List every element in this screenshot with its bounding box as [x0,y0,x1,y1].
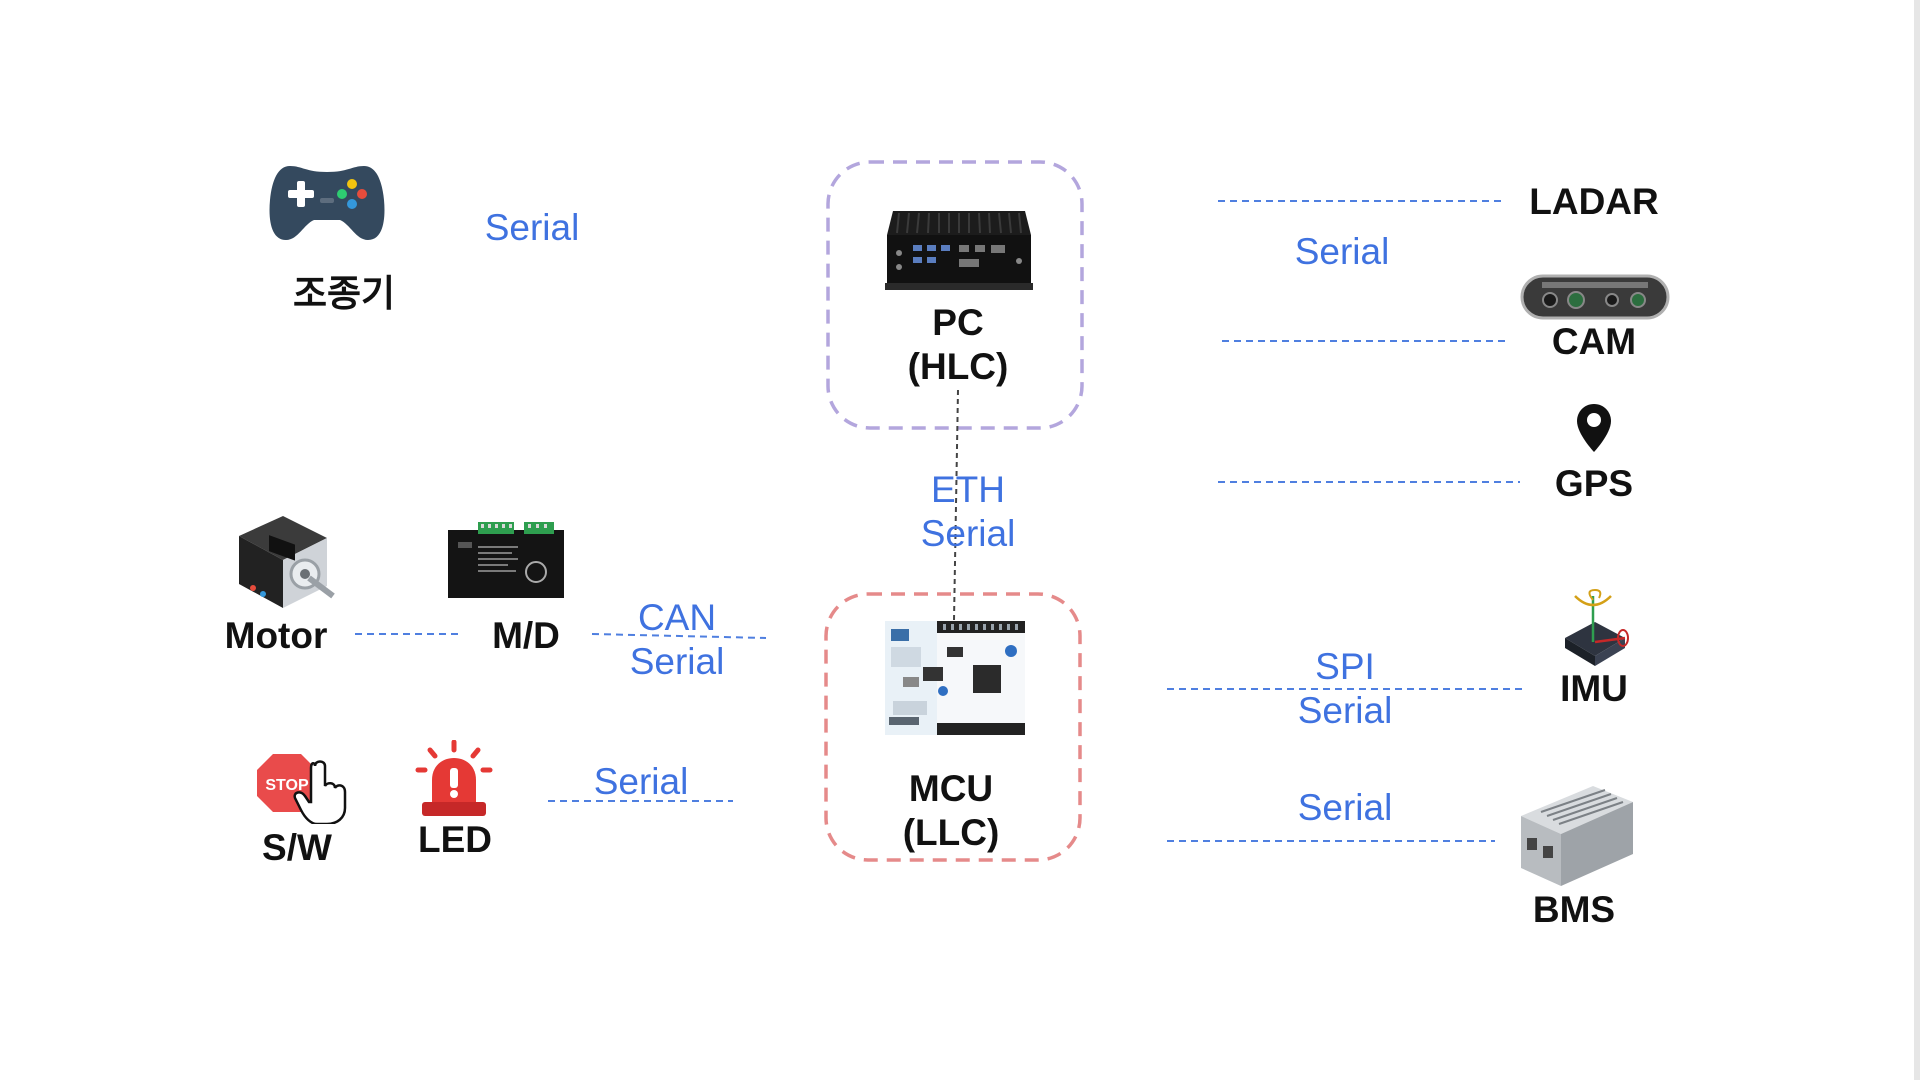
pc-mcu-line [953,389,959,621]
bms-link-label: Serial [1297,787,1393,828]
md-label: M/D [492,615,560,656]
pc-label-line1: PC [932,302,984,343]
mcu-group-box [824,592,1082,862]
battery-bms-icon [1521,786,1633,886]
imu-chip-icon [1565,588,1629,666]
motor-icon [239,516,335,608]
location-pin-icon [1577,404,1611,452]
mcu-board-icon [885,621,1025,735]
right-edge-bar [1914,0,1920,1080]
controller-label: 조종기 [292,273,396,314]
mcu-label-line2: (LLC) [902,812,1000,853]
gps-label: GPS [1554,463,1634,504]
bms-label: BMS [1532,889,1616,930]
imu-link-label-2: Serial [1297,690,1393,731]
motor-driver-icon [448,522,564,598]
sensors-link-label: Serial [1294,231,1390,272]
imu-link-label-1: SPI [1315,646,1375,687]
led-mcu-link-label: Serial [593,761,689,802]
ladar-label: LADAR [1529,181,1659,222]
industrial-pc-icon [885,211,1033,290]
pc-mcu-link-label-1: ETH [931,469,1005,510]
depth-camera-icon [1520,274,1670,320]
motor-label: Motor [224,615,328,656]
sw-label: S/W [262,827,332,868]
controller-link-label: Serial [484,207,580,248]
md-mcu-line [591,633,767,639]
siren-led-icon [415,740,493,816]
pc-group-box [826,160,1084,430]
cam-label: CAM [1551,321,1637,362]
md-mcu-link-label-2: Serial [629,641,725,682]
md-mcu-link-label-1: CAN [637,597,717,638]
pc-mcu-link-label-2: Serial [920,513,1016,554]
mcu-label-line1: MCU [908,768,994,809]
led-label: LED [418,819,492,860]
imu-label: IMU [1560,668,1628,709]
pc-label-line2: (HLC) [907,346,1009,387]
gamepad-icon [269,166,385,240]
stop-switch-icon: STOP [257,754,347,824]
stop-sign-text: STOP [265,777,309,794]
